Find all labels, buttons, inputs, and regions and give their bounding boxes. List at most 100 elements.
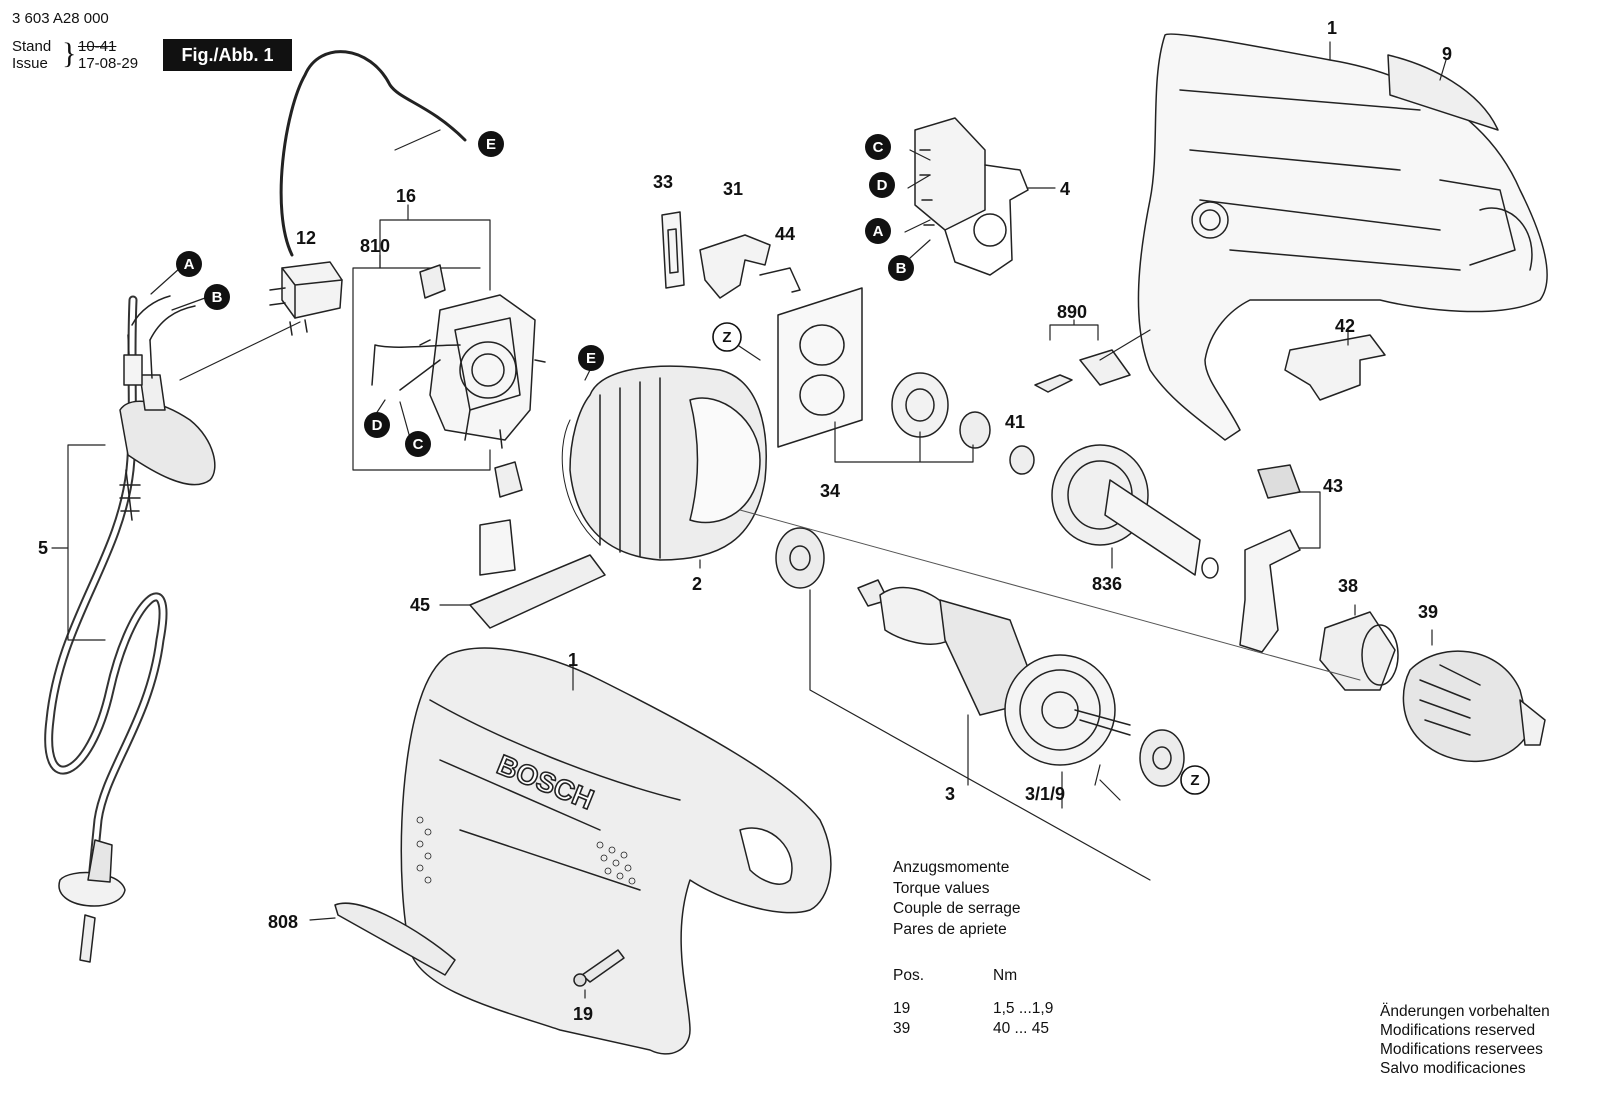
svg-text:D: D (372, 417, 383, 434)
chuck-39 (1402, 650, 1546, 763)
marker-d-switch: D (869, 172, 895, 198)
field-stator-2 (561, 365, 767, 561)
leader-3 (809, 589, 1151, 881)
marker-b-switch: B (888, 255, 914, 281)
modifications-fr: Modifications reservees (1380, 1041, 1543, 1058)
leader-5 (51, 444, 106, 641)
modifications-en: Modifications reserved (1380, 1022, 1536, 1039)
marker-z-plate: Z (712, 322, 742, 352)
carbon-brush-top (419, 264, 446, 299)
armature-3 (857, 579, 1131, 766)
screw-890 (1034, 374, 1073, 393)
issue-value: 17-08-29 (78, 55, 139, 72)
nameplate-808 (334, 902, 456, 976)
callout-41: 41 (1005, 412, 1025, 432)
callout-890: 890 (1057, 302, 1087, 322)
marker-a-switch: A (865, 218, 891, 244)
torque-title-fr: Couple de serrage (893, 900, 1021, 917)
torque-title-en: Torque values (893, 879, 990, 897)
torque-pos: 39 (893, 1020, 911, 1037)
svg-text:A: A (184, 256, 195, 273)
nameplate-9 (1387, 54, 1499, 131)
callout-34: 34 (820, 481, 840, 501)
torque-header-row: Pos. Nm (893, 966, 1053, 987)
callouts: 1 9 4 12 16 810 33 31 44 890 42 5 45 2 3… (38, 18, 1452, 1024)
document-number: 3 603 A28 000 (12, 10, 109, 27)
callout-43: 43 (1323, 476, 1343, 496)
callout-1: 1 (1327, 18, 1337, 38)
part-33 (661, 211, 685, 289)
marker-b-cord: B (204, 284, 230, 310)
torque-pos: 19 (893, 999, 911, 1017)
power-cord (44, 295, 216, 963)
callout-38: 38 (1338, 576, 1358, 596)
clamp-890 (1079, 349, 1131, 386)
assembly-axis (739, 509, 1361, 681)
marker-leaders (150, 129, 931, 439)
marker-a-cord: A (176, 251, 202, 277)
svg-text:D: D (877, 177, 888, 194)
callout-16: 16 (396, 186, 416, 206)
callout-33: 33 (653, 172, 673, 192)
stand-label: Stand (12, 38, 52, 55)
brace: } (62, 37, 77, 70)
leader-810 (352, 254, 491, 471)
torque-row: 39 40 ... 45 (893, 1019, 1053, 1040)
part-45 (469, 554, 606, 629)
part-43-cap (1257, 464, 1301, 499)
torque-titles: Anzugsmomente Torque values Couple de se… (893, 858, 1021, 940)
part-31 (699, 234, 771, 299)
callout-5: 5 (38, 538, 48, 558)
carbon-brush-bottom (494, 461, 523, 498)
leaders-1-9 (1329, 41, 1447, 81)
marker-c-switch: C (865, 134, 891, 160)
marker-d-brush: D (364, 412, 390, 438)
stand-value: 10-41 (78, 38, 117, 55)
torque-nm: 1,5 ...1,9 (993, 999, 1054, 1017)
callout-39: 39 (1418, 602, 1438, 622)
torque-row: 19 1,5 ...1,9 (893, 999, 1053, 1020)
svg-text:C: C (873, 139, 884, 156)
svg-text:A: A (873, 223, 884, 240)
switch-lever-42 (1284, 334, 1386, 401)
leader-12-cord (179, 321, 301, 381)
bearing-34 (891, 372, 1035, 475)
svg-text:C: C (413, 436, 424, 453)
screw-19 (581, 949, 625, 983)
callout-836: 836 (1092, 574, 1122, 594)
callout-44: 44 (775, 224, 795, 244)
marker-e-stator: E (578, 345, 604, 371)
connector-12 (269, 261, 343, 336)
figure-badge: Fig./Abb. 1 (163, 39, 292, 71)
svg-text:B: B (212, 289, 223, 306)
bearing-rear (1139, 729, 1185, 787)
callout-31: 31 (723, 179, 743, 199)
svg-text:E: E (586, 350, 596, 367)
connection-markers: A B E D C E C D A B Z Z (176, 131, 1210, 795)
housing-half-left (400, 647, 832, 1055)
torque-title-de: Anzugsmomente (893, 859, 1010, 876)
svg-text:E: E (486, 136, 496, 153)
callout-2: 2 (692, 574, 702, 594)
callout-4: 4 (1060, 179, 1070, 199)
spindle-38 (1319, 611, 1399, 691)
callout-1-lower: 1 (568, 650, 578, 670)
brush-holder (371, 294, 546, 449)
callout-9: 9 (1442, 44, 1452, 64)
col-nm: Nm (993, 967, 1018, 984)
col-pos: Pos. (893, 967, 925, 984)
marker-e-wire: E (478, 131, 504, 157)
internal-wire (279, 50, 467, 257)
modifications-notice: Änderungen vorbehalten Modifications res… (1380, 1002, 1550, 1078)
svg-text:B: B (896, 260, 907, 277)
callout-3: 3 (945, 784, 955, 804)
callout-45: 45 (410, 595, 430, 615)
callout-42: 42 (1335, 316, 1355, 336)
callout-3-1-9: 3/1/9 (1025, 784, 1065, 804)
issue-label: Issue (12, 55, 48, 72)
torque-nm: 40 ... 45 (993, 1020, 1050, 1037)
marker-c-brush: C (405, 431, 431, 457)
svg-text:Z: Z (722, 329, 731, 346)
leader-890 (1049, 319, 1099, 341)
